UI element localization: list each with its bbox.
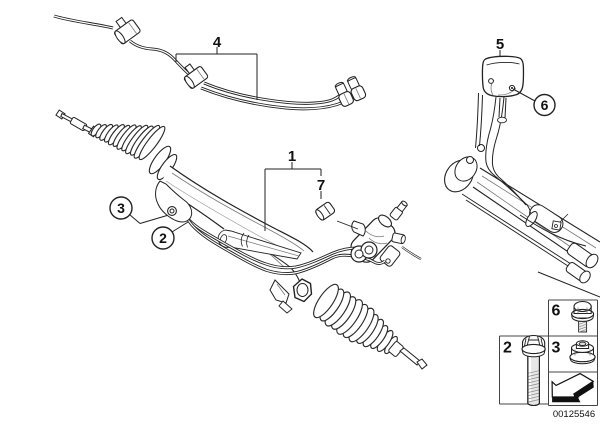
svg-text:6: 6 [552, 303, 561, 320]
svg-text:4: 4 [213, 34, 222, 51]
svg-text:5: 5 [496, 36, 504, 53]
svg-text:3: 3 [117, 200, 125, 216]
svg-text:7: 7 [317, 177, 325, 194]
svg-text:00125546: 00125546 [553, 409, 595, 420]
svg-text:2: 2 [503, 340, 512, 357]
svg-text:1: 1 [288, 148, 296, 165]
svg-text:6: 6 [541, 97, 549, 113]
svg-text:2: 2 [159, 230, 167, 246]
svg-text:3: 3 [552, 340, 561, 357]
